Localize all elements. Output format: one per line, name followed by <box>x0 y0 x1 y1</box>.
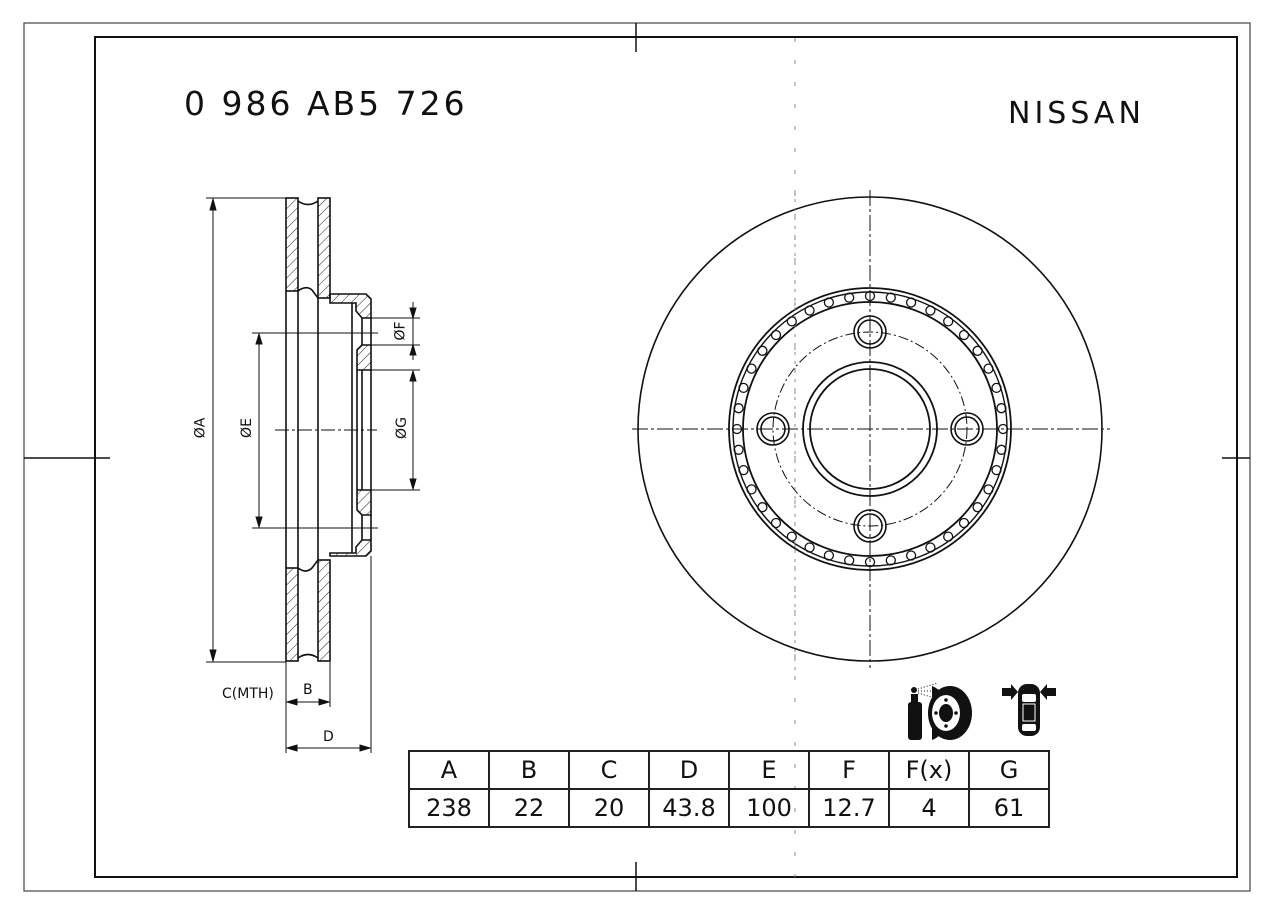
brand-name: NISSAN <box>1008 96 1145 131</box>
spec-table: A B C D E F F(x) G 238 22 20 43.8 100 12… <box>408 750 1050 828</box>
value-cell: 22 <box>488 788 570 828</box>
value-cell: 61 <box>968 788 1050 828</box>
label-dia-f: ØF <box>392 321 409 341</box>
section-view <box>285 197 372 662</box>
label-dia-g: ØG <box>393 417 410 439</box>
spec-table-value-row: 238 22 20 43.8 100 12.7 4 61 <box>408 788 1050 828</box>
value-cell: 20 <box>568 788 650 828</box>
value-cell: 12.7 <box>808 788 890 828</box>
header-cell: E <box>728 750 810 790</box>
brake-cleaner-spray-disc-icon <box>908 682 972 740</box>
section-dimensions <box>206 197 420 753</box>
front-view <box>632 190 1110 680</box>
label-dia-e: ØE <box>238 418 255 438</box>
label-b: B <box>303 682 313 698</box>
value-cell: 43.8 <box>648 788 730 828</box>
header-cell: B <box>488 750 570 790</box>
inner-frame <box>94 36 1238 878</box>
frame-center-ticks <box>24 23 1250 891</box>
header-cell: F(x) <box>888 750 970 790</box>
header-cell: D <box>648 750 730 790</box>
header-cell: G <box>968 750 1050 790</box>
label-dia-a: ØA <box>192 417 209 439</box>
header-cell: A <box>408 750 490 790</box>
value-cell: 100 <box>728 788 810 828</box>
car-front-axle-icon <box>1002 684 1056 736</box>
header-cell: F <box>808 750 890 790</box>
value-cell: 4 <box>888 788 970 828</box>
spec-table-header-row: A B C D E F F(x) G <box>408 750 1050 790</box>
label-c-mth: C(MTH) <box>222 686 274 702</box>
label-d: D <box>323 729 334 745</box>
part-number: 0 986 AB5 726 <box>184 84 468 123</box>
value-cell: 238 <box>408 788 490 828</box>
vent-scallops <box>731 290 1009 568</box>
outer-frame <box>23 22 1251 892</box>
header-cell: C <box>568 750 650 790</box>
